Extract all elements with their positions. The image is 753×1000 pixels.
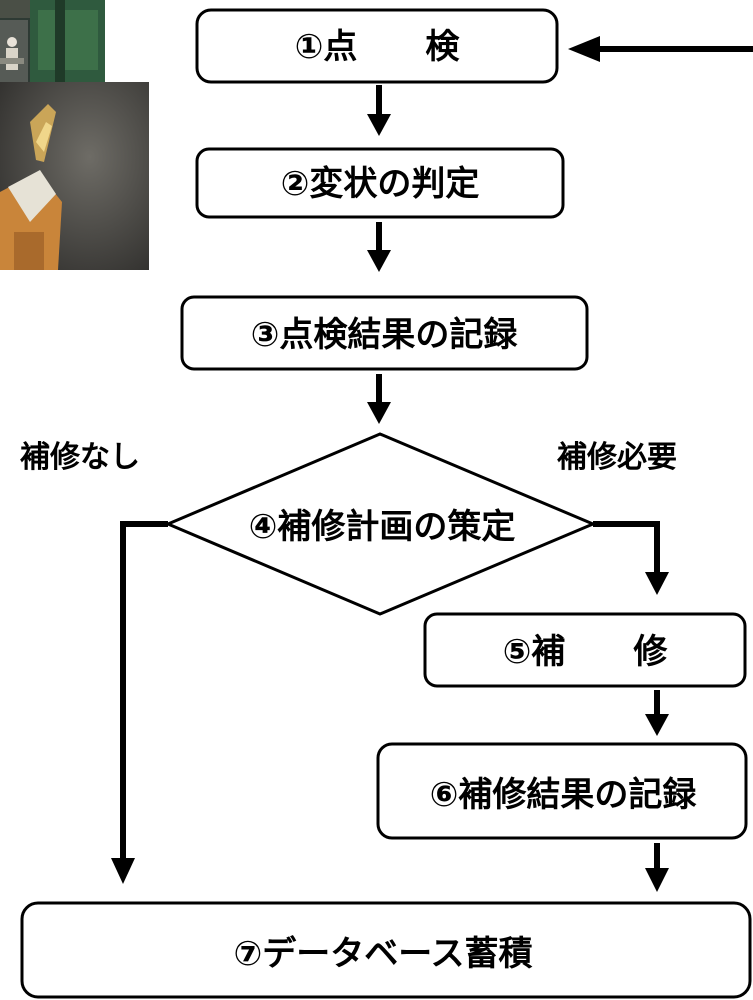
arrow-no-repair — [111, 521, 168, 884]
step3-box: ③点検結果の記録 — [180, 295, 589, 371]
arrow-1-2 — [367, 85, 391, 136]
step7-box: ⑦データベース蓄積 — [20, 901, 752, 999]
branch-repair-needed-label: 補修必要 — [556, 440, 677, 475]
step2-label: ②変状の判定 — [281, 164, 480, 204]
step1-box: ①点 検 — [195, 8, 559, 84]
step5-box: ⑤補 修 — [423, 612, 747, 688]
step4-decision: ④補修計画の策定 — [164, 432, 597, 616]
step6-box: ⑥補修結果の記録 — [376, 742, 748, 840]
step4-label: ④補修計画の策定 — [249, 507, 516, 547]
hammer-tapping-inspection-photo — [0, 82, 149, 270]
branch-no-repair-label: 補修なし — [19, 440, 140, 475]
arrow-6-7 — [645, 843, 669, 892]
inspection-workers-image — [0, 0, 105, 82]
arrow-repair-needed — [593, 521, 669, 595]
step1-label: ①点 検 — [295, 27, 461, 67]
return-arrow — [568, 36, 753, 62]
step6-label: ⑥補修結果の記録 — [430, 775, 698, 815]
step5-label: ⑤補 修 — [503, 632, 669, 672]
arrow-3-4 — [367, 374, 391, 424]
step3-label: ③点検結果の記録 — [251, 315, 519, 355]
arrow-5-6 — [645, 690, 669, 736]
arrow-2-3 — [367, 222, 391, 272]
step2-box: ②変状の判定 — [195, 147, 565, 219]
hammer-tapping-image — [0, 82, 149, 270]
step7-label: ⑦データベース蓄積 — [233, 934, 532, 974]
inspection-workers-photo — [0, 0, 105, 82]
